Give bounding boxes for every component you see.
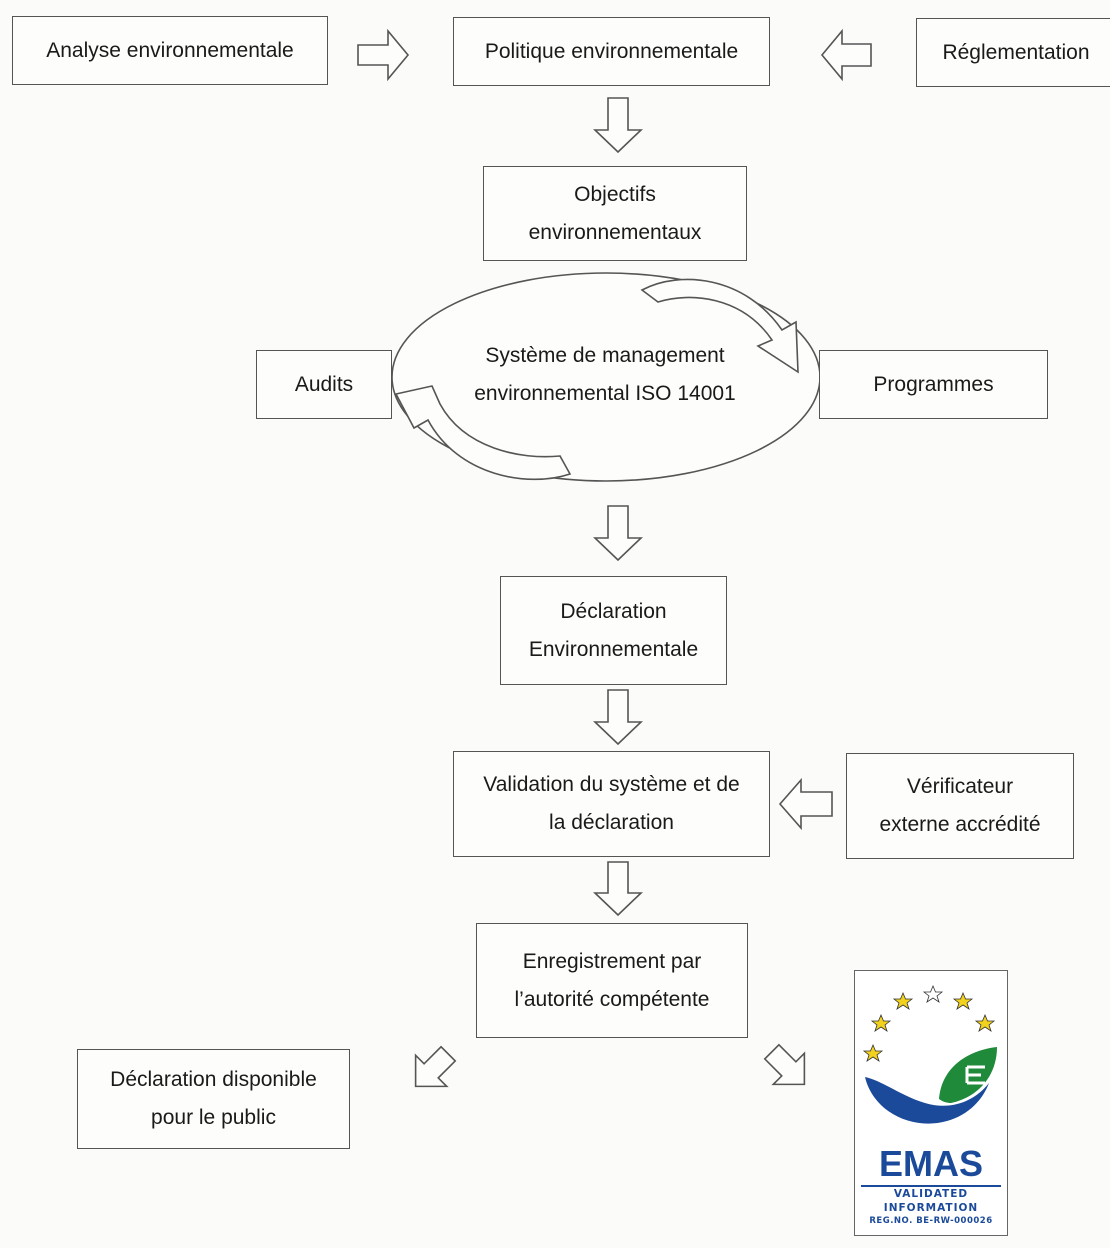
box-objectifs-environnementaux: Objectifs environnementaux [483,166,747,261]
star-icon [892,991,914,1010]
box-validation: Validation du système et de la déclarati… [453,751,770,857]
box-label-line2: Environnementale [528,637,699,661]
box-politique-environnementale: Politique environnementale [453,17,770,86]
box-declaration-publique: Déclaration disponible pour le public [77,1049,350,1149]
box-declaration-environnementale: Déclaration Environnementale [500,576,727,685]
box-label-line2: environnementaux [528,220,702,244]
box-label-line1: Enregistrement par [522,949,702,973]
emas-wordmark: EMAS [878,1143,983,1184]
box-label-line2: pour le public [151,1106,276,1129]
box-label: Audits [294,372,354,396]
box-audits: Audits [256,350,392,419]
box-label-line1: Validation du système et de [483,773,740,796]
arrow-left-verificateur-to-validation [778,777,833,831]
emas-information: INFORMATION [883,1202,979,1214]
box-enregistrement: Enregistrement par l’autorité compétente [476,923,748,1038]
arrow-down-systeme-to-declaration [593,505,643,562]
box-label-line2: la déclaration [549,811,674,834]
box-label-line1: Objectifs [574,182,656,206]
box-reglementation: Réglementation [916,18,1110,87]
arrow-down-validation-to-enregistrement [593,861,643,917]
box-label: Politique environnementale [484,39,739,63]
management-system-label: Système de management environnemental IS… [440,337,770,413]
box-label-line1: Déclaration disponible [110,1068,317,1091]
arrow-left-reglementation-to-politique [820,28,872,82]
box-label-line1: Vérificateur [906,775,1014,798]
arrow-right-analyse-to-politique [357,28,410,82]
arrow-down-politique-to-objectifs [593,97,643,154]
emas-reg-number: REG.NO. BE-RW-000026 [869,1216,993,1226]
arrow-down-declaration-to-validation [593,689,643,746]
ellipse-label-line1: Système de management [485,344,725,367]
box-analyse-environnementale: Analyse environnementale [12,16,328,85]
box-programmes: Programmes [819,350,1048,419]
box-label-line2: externe accrédité [879,813,1041,836]
star-icon [870,1013,892,1032]
star-icon [974,1013,996,1032]
ellipse-label-line2: environnemental ISO 14001 [474,382,736,405]
curved-arrow-to-audits-icon [394,385,572,481]
box-label: Programmes [873,372,994,396]
arrow-diagonal-to-emas [763,1043,806,1086]
box-label: Analyse environnementale [46,38,294,62]
blue-swoosh-icon [865,1077,989,1124]
star-icon [952,991,974,1010]
box-label: Réglementation [942,40,1090,64]
curved-arrow-to-programmes-icon [640,278,799,374]
box-verificateur: Vérificateur externe accrédité [846,753,1074,859]
emas-validated: VALIDATED [893,1188,969,1200]
box-label-line1: Déclaration [560,599,667,623]
emas-emblem-icon [862,984,997,1124]
emas-divider [861,1185,1001,1187]
star-icon [862,1043,884,1062]
star-icon [922,984,944,1003]
emas-logo: EMAS VALIDATED INFORMATION REG.NO. BE-RW… [854,970,1008,1236]
arrow-diagonal-to-public [414,1045,457,1088]
box-label-line2: l’autorité compétente [514,987,710,1011]
